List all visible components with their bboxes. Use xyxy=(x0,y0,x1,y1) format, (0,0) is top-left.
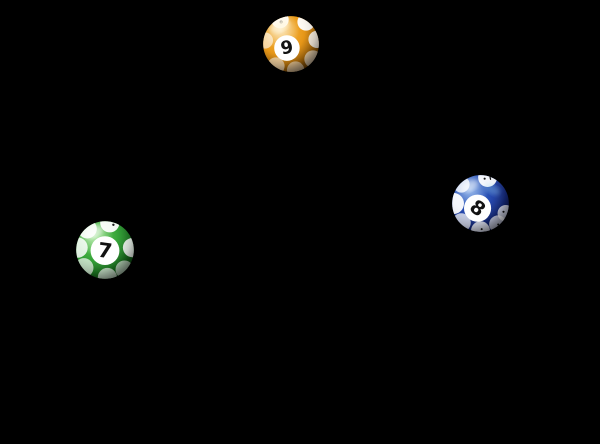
lotto-ball-7-graphic: 7 xyxy=(76,221,134,279)
number-disc xyxy=(274,35,300,61)
ball-7-body: 7 xyxy=(76,221,134,279)
sheen-highlight xyxy=(484,183,500,196)
ball-8-body: 8 xyxy=(452,175,509,232)
lotto-ball-8-graphic: 8 xyxy=(452,175,509,232)
ball-7-number: 7 xyxy=(96,238,113,264)
number-disc xyxy=(463,194,492,222)
number-disc xyxy=(90,236,120,265)
lotto-ball-9-graphic: 9 xyxy=(263,16,319,72)
ball-9-body: 9 xyxy=(263,16,319,72)
gloss-highlight xyxy=(270,19,290,33)
ball-9-number: 9 xyxy=(279,37,295,60)
lotto-ball-9: 9 xyxy=(262,15,320,73)
lotto-ball-7: 7 xyxy=(75,220,135,280)
lotto-ball-8: 8 xyxy=(451,174,510,233)
gloss-highlight xyxy=(461,179,479,192)
gloss-highlight xyxy=(85,225,104,239)
